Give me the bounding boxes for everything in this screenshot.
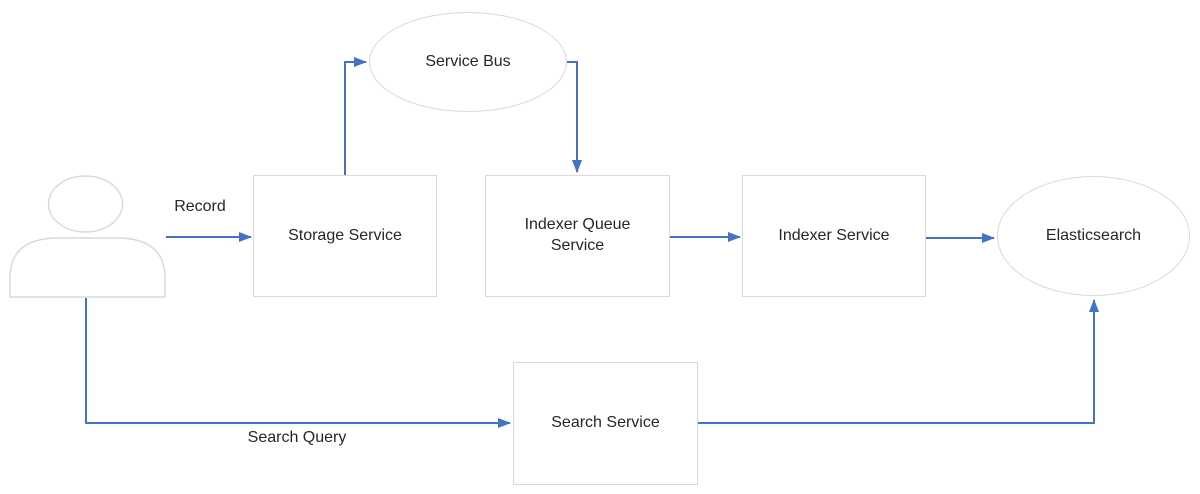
node-elasticsearch-label: Elasticsearch bbox=[1045, 226, 1142, 244]
node-indexer-service: Indexer Service bbox=[742, 175, 926, 297]
node-service-bus-label: Service Bus bbox=[425, 52, 511, 70]
node-service-bus: Service Bus bbox=[369, 12, 567, 112]
node-search-service-label: Search Service bbox=[551, 414, 660, 432]
node-indexer-service-label: Indexer Service bbox=[778, 226, 890, 244]
edge-storage-to-servicebus bbox=[344, 57, 367, 175]
node-search-service: Search Service bbox=[513, 362, 698, 485]
node-indexer-queue-service-label: Indexer Queue Service bbox=[524, 216, 631, 254]
node-storage-service-label: Storage Service bbox=[288, 226, 402, 244]
node-storage-service: Storage Service bbox=[253, 175, 437, 297]
edge-person-to-search bbox=[85, 298, 511, 428]
node-elasticsearch: Elasticsearch bbox=[997, 176, 1190, 296]
edge-servicebus-to-indexerqueue bbox=[567, 61, 582, 173]
edge-label-search-query: Search Query bbox=[247, 429, 347, 446]
edge-label-record: Record bbox=[174, 198, 226, 215]
user-icon bbox=[9, 175, 166, 298]
node-indexer-queue-service: Indexer Queue Service bbox=[485, 175, 670, 297]
edge-search-to-elasticsearch bbox=[698, 299, 1099, 424]
